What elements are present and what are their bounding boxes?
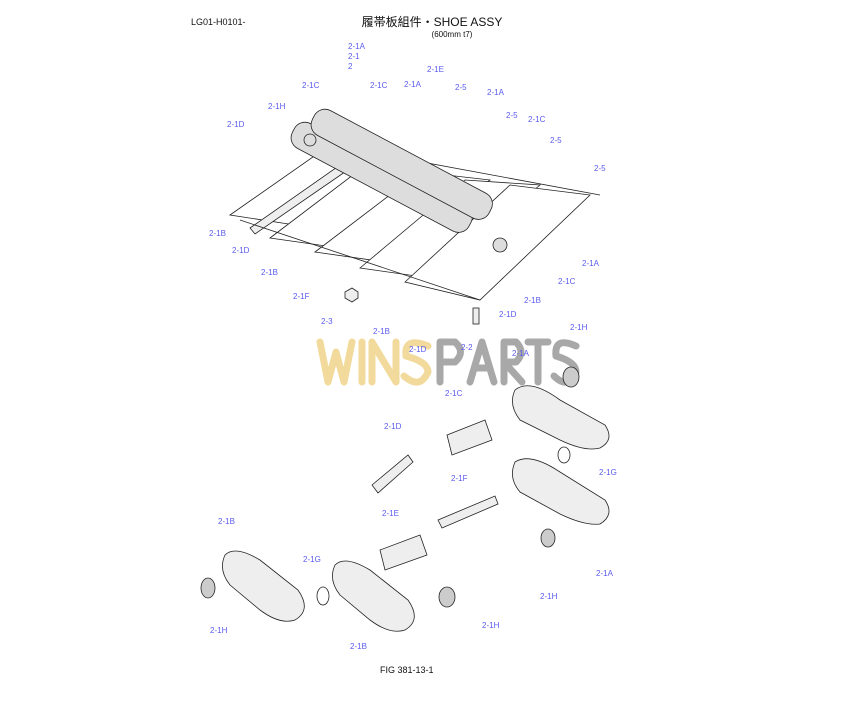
bushing-2-1c bbox=[446, 419, 493, 456]
callout-label: 2-1D bbox=[409, 345, 427, 354]
callout-label: 2-1A bbox=[487, 88, 504, 97]
callout-label: 2-1G bbox=[303, 555, 321, 564]
callout-label: 2-1C bbox=[445, 389, 463, 398]
callout-label: 2 bbox=[348, 62, 353, 71]
callout-label: 2-1D bbox=[499, 310, 517, 319]
page-subtitle: (600mm t7) bbox=[431, 30, 473, 39]
callout-label: 2-1C bbox=[558, 277, 576, 286]
callout-label: 2-1C bbox=[370, 81, 388, 90]
callout-label: 2-1B bbox=[350, 642, 367, 651]
callout-label: 2-1C bbox=[302, 81, 320, 90]
callout-label: 2-2 bbox=[461, 343, 473, 352]
pin-2-1d bbox=[371, 454, 414, 494]
callout-label: 2-1E bbox=[382, 509, 399, 518]
callout-label: 2-1G bbox=[599, 468, 617, 477]
link-2-1b bbox=[222, 550, 305, 622]
seal-2-1h-d bbox=[438, 586, 456, 608]
callout-label: 2-1C bbox=[528, 115, 546, 124]
link-2-1a-lower bbox=[512, 458, 610, 525]
callout-label: 2-1F bbox=[293, 292, 310, 301]
callout-label: 2-1H bbox=[210, 626, 228, 635]
link-2-1b-b bbox=[332, 560, 415, 632]
watermark-logo bbox=[316, 338, 580, 386]
callout-label: 2-1D bbox=[227, 120, 245, 129]
callout-label: 2-1B bbox=[218, 517, 235, 526]
callout-label: 2-1H bbox=[482, 621, 500, 630]
seal-2-1h bbox=[562, 366, 580, 388]
callout-label: 2-3 bbox=[321, 317, 333, 326]
callout-label: 2-1B bbox=[261, 268, 278, 277]
callout-label: 2-1B bbox=[373, 327, 390, 336]
pin-2-1f bbox=[437, 495, 499, 529]
figure-number: FIG 381-13-1 bbox=[380, 665, 434, 675]
callout-label: 2-1H bbox=[268, 102, 286, 111]
callout-label: 2-1H bbox=[570, 323, 588, 332]
chain-assembly bbox=[290, 108, 508, 253]
callout-label: 2-5 bbox=[550, 136, 562, 145]
callout-label: 2-5 bbox=[594, 164, 606, 173]
drawing-code: LG01-H0101- bbox=[191, 17, 246, 27]
callout-label: 2-5 bbox=[455, 83, 467, 92]
link-2-1a bbox=[512, 385, 610, 450]
callout-label: 2-1B bbox=[524, 296, 541, 305]
callout-label: 2-1A bbox=[348, 42, 365, 51]
callout-label: 2-5 bbox=[506, 111, 518, 120]
callout-label: 2-1E bbox=[427, 65, 444, 74]
callout-label: 2-1A bbox=[582, 259, 599, 268]
callout-label: 2-1H bbox=[540, 592, 558, 601]
spacer-2-1g-b bbox=[316, 586, 330, 606]
seal-2-1h-c bbox=[200, 577, 216, 599]
callout-label: 2-1A bbox=[596, 569, 613, 578]
spacer-2-1g bbox=[557, 446, 571, 464]
callout-label: 2-1A bbox=[512, 349, 529, 358]
callout-label: 2-1A bbox=[404, 80, 421, 89]
callout-label: 2-1D bbox=[384, 422, 402, 431]
bolt-icon bbox=[472, 307, 480, 325]
nut-icon bbox=[344, 287, 359, 303]
callout-label: 2-1B bbox=[209, 229, 226, 238]
seal-2-1h-b bbox=[540, 528, 556, 548]
page-title: 履帯板組件・SHOE ASSY bbox=[361, 15, 503, 29]
callout-label: 2-1D bbox=[232, 246, 250, 255]
callout-label: 2-1 bbox=[348, 52, 360, 61]
bushing-2-1e bbox=[379, 534, 428, 571]
callout-label: 2-1F bbox=[451, 474, 468, 483]
